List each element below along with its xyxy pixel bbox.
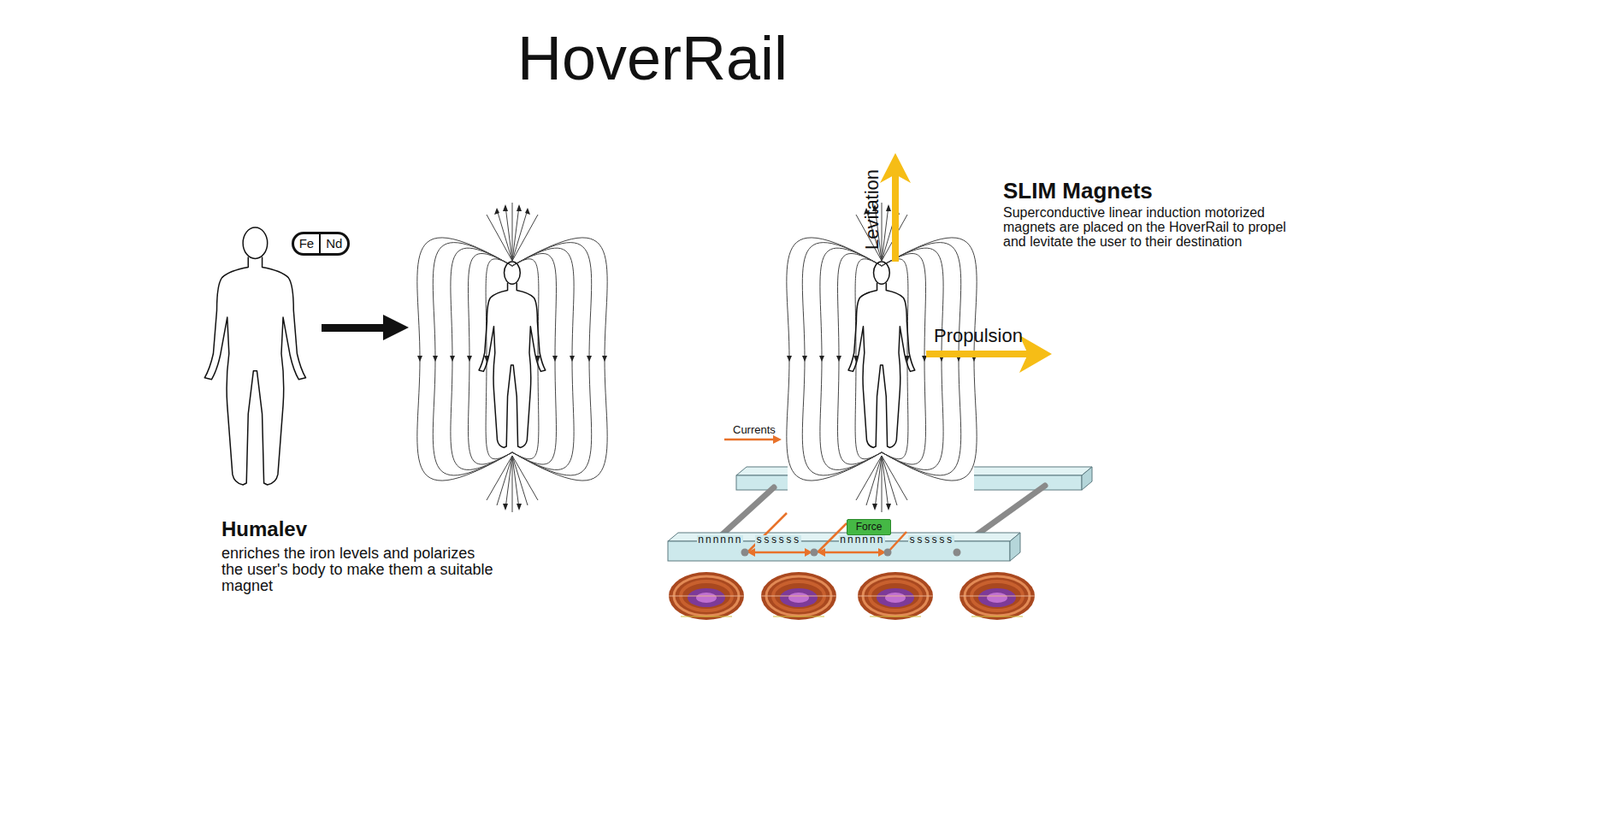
pole-label: ssssss xyxy=(908,535,955,547)
heading: Humalev xyxy=(221,517,513,542)
pole-label: nnnnnn xyxy=(696,535,744,547)
levitation-arrow xyxy=(879,153,911,262)
tokamak-image xyxy=(857,572,933,620)
node-text: Force xyxy=(847,519,892,535)
pole-label: ssssss xyxy=(755,535,802,547)
force-box: Force xyxy=(846,519,892,536)
arrow-label: Levitation xyxy=(861,169,883,250)
node-text: Nd xyxy=(318,234,348,254)
magnetic-field-body xyxy=(417,202,608,513)
title: HoverRail xyxy=(438,22,867,95)
signal-label: Currents xyxy=(732,423,776,437)
human-outline xyxy=(204,227,306,485)
arrow-label: Propulsion xyxy=(933,325,1023,347)
tokamak-image xyxy=(668,572,744,620)
description: Superconductive linear induction motoriz… xyxy=(1003,205,1299,249)
pole-label: nnnnnn xyxy=(838,535,886,547)
description: enriches the iron levels and polarizes t… xyxy=(221,545,496,595)
tokamak-image xyxy=(761,572,837,620)
heading: SLIM Magnets xyxy=(1003,177,1311,204)
tokamak-image xyxy=(959,572,1035,620)
transform-arrow xyxy=(321,314,409,341)
node-text: Fe xyxy=(294,234,320,254)
element-pill: FeNd xyxy=(291,231,351,256)
